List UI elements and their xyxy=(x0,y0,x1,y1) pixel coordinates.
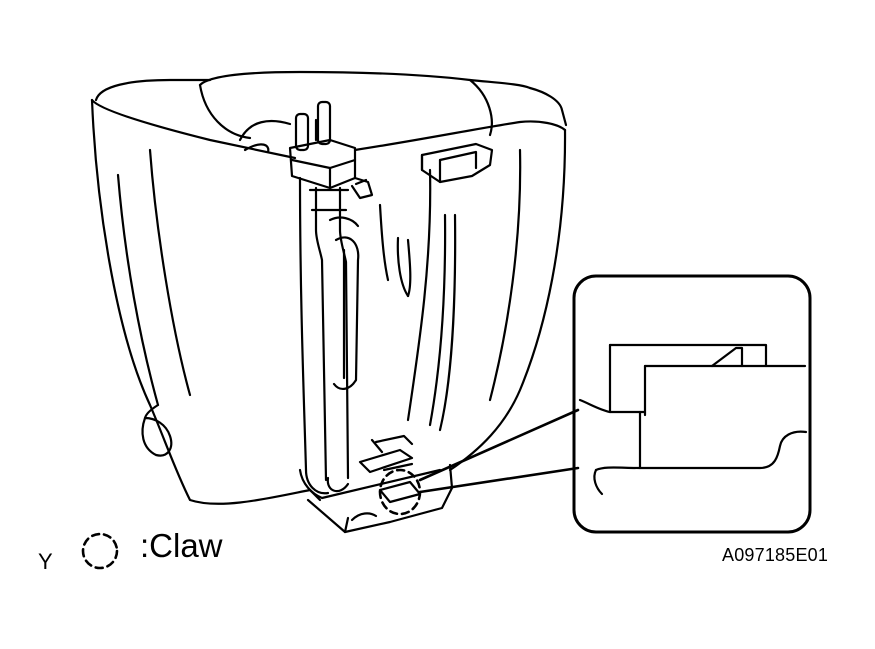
bracket-body xyxy=(90,98,567,505)
legend-marker-letter: Y xyxy=(38,549,53,574)
wire-harness xyxy=(298,176,350,495)
detail-leader-lines xyxy=(418,408,580,494)
side-tube xyxy=(332,236,360,390)
legend-label: :Claw xyxy=(140,527,223,564)
wire-connector xyxy=(238,100,374,200)
dashed-circle-icon xyxy=(81,532,119,570)
bracket-base xyxy=(298,434,454,534)
upper-clip xyxy=(420,142,494,184)
figure-code: A097185E01 xyxy=(722,545,829,565)
bracket-back-rim xyxy=(94,70,568,140)
bracket-left-foot xyxy=(141,403,173,457)
detail-view xyxy=(572,274,812,534)
bracket-inner-contours xyxy=(116,148,522,432)
claw-marker-circle xyxy=(378,468,422,516)
